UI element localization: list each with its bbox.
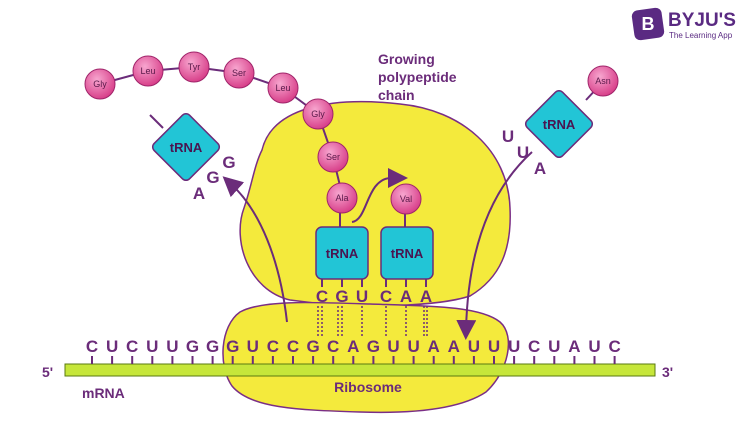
a-site-trna-label: tRNA xyxy=(391,246,424,261)
mrna-base: U xyxy=(166,337,178,356)
mrna-strand xyxy=(64,363,656,377)
arriving-trna-anticodon-base: U xyxy=(502,127,514,146)
exiting-trna-anticodon-base: G xyxy=(222,153,235,172)
mrna-base: G xyxy=(206,337,219,356)
brand-logo: B BYJU'S The Learning App xyxy=(631,7,736,41)
mrna-base: A xyxy=(347,337,359,356)
p-site-trna-label: tRNA xyxy=(326,246,359,261)
a-site-anticodon-base: C xyxy=(380,287,392,306)
ribosome-small-subunit xyxy=(222,301,510,414)
arriving-trna-body xyxy=(524,89,594,159)
a-site-anticodon: C A A xyxy=(380,287,432,306)
exiting-trna-anticodon-base: A xyxy=(193,184,205,203)
mrna-base: U xyxy=(407,337,419,356)
arriving-trna-anticodon-base: A xyxy=(534,159,546,178)
a-site-anticodon-base: A xyxy=(420,287,432,306)
mrna-base: U xyxy=(387,337,399,356)
mrna-base: G xyxy=(226,337,239,356)
amino-acid-leu: Leu xyxy=(267,72,299,104)
arriving-trna: tRNA U U A xyxy=(502,84,601,178)
mrna-base: G xyxy=(306,337,319,356)
brand-tagline: The Learning App xyxy=(669,31,733,40)
amino-acid-label: Ser xyxy=(326,152,340,162)
trna-entry-arrow xyxy=(456,151,533,340)
p-site-trna: tRNA xyxy=(315,212,369,287)
mrna-base: G xyxy=(367,337,380,356)
mrna-base: A xyxy=(568,337,580,356)
mrna-base: U xyxy=(548,337,560,356)
trna-exit-arrow xyxy=(222,176,288,323)
amino-acid-label: Leu xyxy=(275,83,290,93)
mrna-base: A xyxy=(448,337,460,356)
brand-logo-letter: B xyxy=(642,14,655,34)
polypeptide-label-line2: polypeptide xyxy=(378,69,457,85)
mrna-base: U xyxy=(508,337,520,356)
amino-acid-ser: Ser xyxy=(317,141,349,173)
mrna-base: C xyxy=(608,337,620,356)
brand-logo-icon xyxy=(631,7,665,41)
base-pairing-bonds xyxy=(317,306,428,336)
amino-acid-label: Leu xyxy=(140,66,155,76)
five-prime-label: 5' xyxy=(42,364,53,380)
amino-acid-label: Gly xyxy=(93,79,107,89)
a-site-anticodon-base: A xyxy=(400,287,412,306)
amino-acid-label: Ser xyxy=(232,68,246,78)
amino-acid-label: Asn xyxy=(595,76,611,86)
mrna-base: C xyxy=(86,337,98,356)
amino-acid-val: Val xyxy=(390,183,422,215)
p-site-anticodon: C G U xyxy=(316,287,368,306)
p-site-anticodon-base: U xyxy=(356,287,368,306)
amino-acid-gly: Gly xyxy=(302,98,334,130)
mrna-base-ticks xyxy=(91,356,616,364)
exiting-trna-label: tRNA xyxy=(170,140,203,155)
mrna-base: C xyxy=(267,337,279,356)
exiting-trna: tRNA A G G xyxy=(149,112,236,203)
polypeptide-label-line1: Growing xyxy=(378,51,435,67)
exiting-trna-anticodon-base: G xyxy=(206,168,219,187)
amino-acid-label: Ala xyxy=(335,193,348,203)
three-prime-label: 3' xyxy=(662,364,673,380)
mrna-label: mRNA xyxy=(82,385,125,401)
amino-acid-ala: Ala xyxy=(326,182,358,214)
ribosome-label: Ribosome xyxy=(334,379,402,395)
mrna-base: C xyxy=(287,337,299,356)
mrna-base: U xyxy=(106,337,118,356)
a-site-trna: tRNA xyxy=(380,212,434,287)
amino-acid-leu: Leu xyxy=(132,55,164,87)
amino-acid-asn: Asn xyxy=(587,65,619,97)
exiting-trna-body xyxy=(151,112,221,182)
mrna-base: U xyxy=(488,337,500,356)
mrna-base: A xyxy=(428,337,440,356)
mrna-base: C xyxy=(528,337,540,356)
amino-acid-gly: Gly xyxy=(84,68,116,100)
mrna-base: U xyxy=(588,337,600,356)
polypeptide-label-line3: chain xyxy=(378,87,415,103)
mrna-base: U xyxy=(468,337,480,356)
mrna-base: C xyxy=(126,337,138,356)
arriving-trna-anticodon-base: U xyxy=(517,143,529,162)
p-site-anticodon-base: G xyxy=(335,287,348,306)
mrna-base: C xyxy=(327,337,339,356)
mrna-base: U xyxy=(146,337,158,356)
peptide-transfer-arrow xyxy=(351,168,408,223)
arriving-trna-label: tRNA xyxy=(543,117,576,132)
mrna-base: U xyxy=(247,337,259,356)
amino-acid-label: Gly xyxy=(311,109,325,119)
amino-acid-label: Val xyxy=(400,194,412,204)
amino-acid-label: Tyr xyxy=(188,62,201,72)
ribosome-large-subunit xyxy=(239,100,511,307)
p-site-anticodon-base: C xyxy=(316,287,328,306)
mrna-base: G xyxy=(186,337,199,356)
brand-name: BYJU'S xyxy=(668,10,736,31)
amino-acid-ser: Ser xyxy=(223,57,255,89)
amino-acid-tyr: Tyr xyxy=(178,51,210,83)
polypeptide-chain: Gly Leu Tyr Ser Leu Gly Ser Ala xyxy=(84,51,358,214)
